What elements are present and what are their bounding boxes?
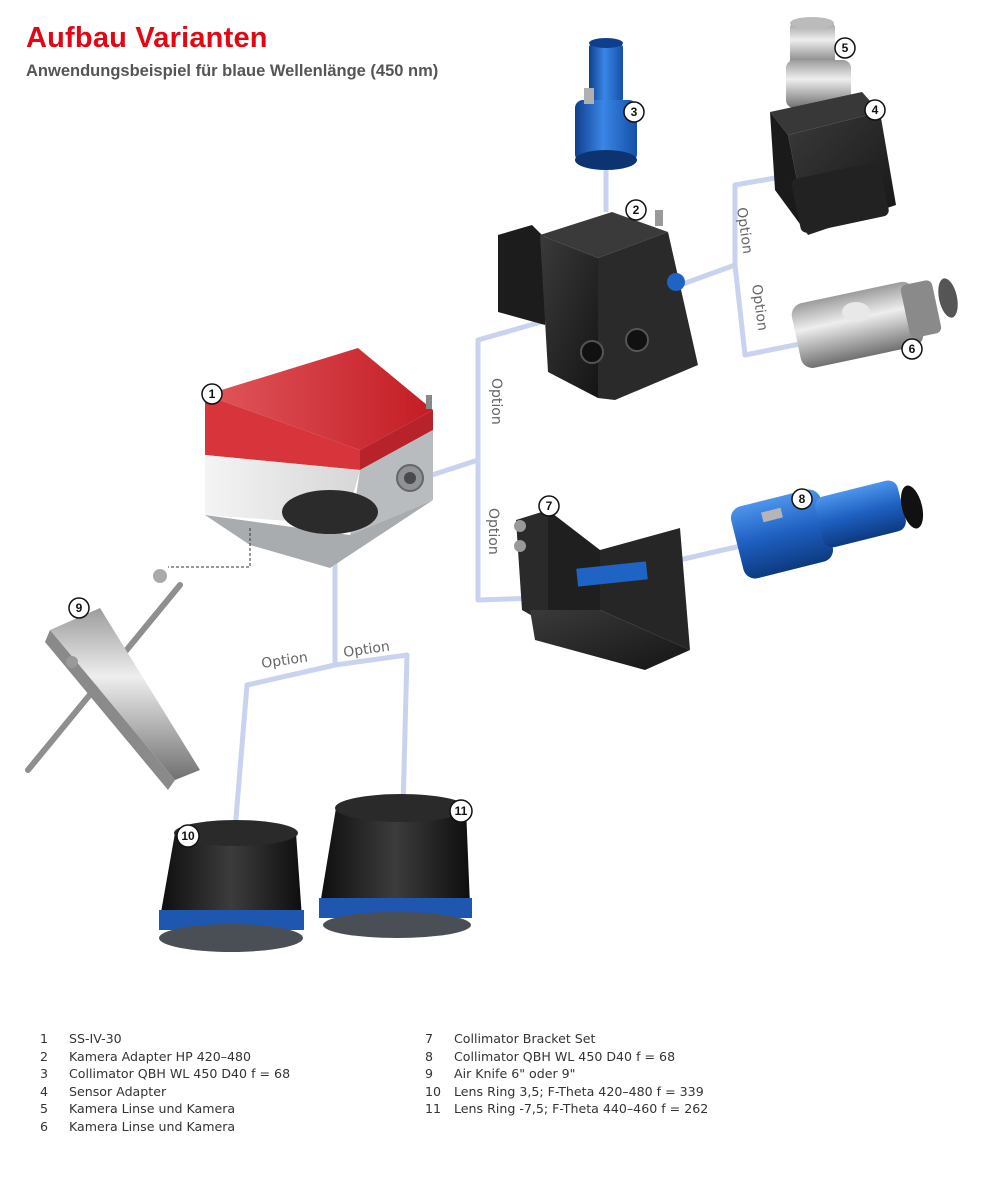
beam-2-to-options: [679, 175, 776, 288]
badge-7: 7: [538, 495, 560, 517]
badge-10-label: 10: [181, 829, 195, 843]
beam-1-to-lenses: [232, 495, 338, 831]
legend-item-number: 6: [40, 1118, 49, 1134]
badge-4: 4: [864, 99, 886, 121]
legend-item: 5 Kamera Linse und Kamera: [40, 1100, 290, 1118]
beam-junction-to-2: [475, 315, 556, 460]
legend-item-number: 8: [425, 1048, 434, 1064]
badge-11: 11: [449, 799, 473, 823]
legend-item: 11 Lens Ring -7,5; F-Theta 440–460 f = 26…: [425, 1100, 708, 1118]
badge-6: 6: [901, 338, 923, 360]
legend-item: 1 SS-IV-30: [40, 1030, 290, 1048]
part-11-lens-ring: [319, 794, 472, 938]
badge-1: 1: [201, 383, 223, 405]
legend-item-text: Sensor Adapter: [69, 1083, 167, 1099]
option-label: Option: [485, 508, 501, 555]
badge-8: 8: [791, 488, 813, 510]
legend-item-text: SS-IV-30: [69, 1031, 122, 1046]
page-subtitle: Anwendungsbeispiel für blaue Wellenlänge…: [26, 62, 439, 80]
option-label: Option: [342, 639, 391, 661]
legend-item: 9 Air Knife 6" oder 9": [425, 1065, 708, 1083]
legend-item-number: 4: [40, 1083, 49, 1099]
legend-item: 10 Lens Ring 3,5; F-Theta 420–480 f = 339: [425, 1083, 708, 1101]
legend-item-text: Kamera Adapter HP 420–480: [69, 1048, 252, 1064]
legend-item-number: 10: [425, 1083, 442, 1099]
badge-6-label: 6: [909, 342, 916, 356]
badge-3-label: 3: [631, 105, 638, 119]
air-knife-connector: [168, 528, 251, 568]
legend-item-text: Collimator Bracket Set: [454, 1031, 596, 1046]
legend-item-text: Lens Ring 3,5; F-Theta 420–480 f = 339: [454, 1083, 704, 1099]
part-5-kamera-linse: [786, 17, 851, 108]
legend-item-number: 5: [40, 1101, 49, 1116]
badge-1-label: 1: [209, 387, 216, 401]
badge-10: 10: [176, 824, 200, 848]
option-label: Option: [260, 650, 309, 672]
badge-2: 2: [625, 199, 647, 221]
part-3-collimator: [575, 38, 637, 170]
badge-9: 9: [68, 597, 90, 619]
legend-item-text: Kamera Linse und Kamera: [69, 1118, 236, 1134]
part-8-collimator: [730, 480, 924, 579]
beam-1-to-lens-11: [334, 652, 410, 809]
legend-item-text: Lens Ring -7,5; F-Theta 440–460 f = 262: [454, 1101, 709, 1116]
assembly-diagram: Option Option Option Option Option Optio…: [25, 17, 958, 952]
badge-4-label: 4: [872, 103, 879, 117]
part-4-sensor-adapter: [770, 92, 896, 235]
legend-item: 4 Sensor Adapter: [40, 1083, 290, 1101]
legend-item-number: 7: [425, 1031, 434, 1046]
legend-item-number: 1: [40, 1031, 49, 1046]
legend-item-number: 9: [425, 1066, 434, 1081]
part-9-air-knife: [25, 569, 200, 790]
legend-item-text: Air Knife 6" oder 9": [454, 1066, 576, 1081]
badge-7-label: 7: [546, 499, 553, 513]
legend-item-text: Collimator QBH WL 450 D40 f = 68: [454, 1048, 676, 1064]
legend-item: 3 Collimator QBH WL 450 D40 f = 68: [40, 1065, 290, 1083]
legend-item-number: 11: [425, 1101, 442, 1116]
beam-2-to-6: [732, 264, 821, 358]
legend-item: 7 Collimator Bracket Set: [425, 1030, 708, 1048]
part-1-ss-iv-30: [205, 348, 433, 568]
badge-11-label: 11: [455, 804, 468, 818]
badge-9-label: 9: [76, 601, 83, 615]
page-title: Aufbau Varianten: [26, 22, 268, 54]
badge-8-label: 8: [799, 492, 806, 506]
legend-item: 8 Collimator QBH WL 450 D40 f = 68: [425, 1048, 708, 1066]
part-10-lens-ring: [159, 820, 304, 952]
legend-right: 7 Collimator Bracket Set 8 Collimator QBH …: [425, 1030, 708, 1118]
legend-item-number: 3: [40, 1066, 49, 1081]
part-2-kamera-adapter: [498, 210, 698, 400]
badge-5: 5: [834, 37, 856, 59]
part-6-kamera-linse: [791, 278, 958, 368]
legend-item: 2 Kamera Adapter HP 420–480: [40, 1048, 290, 1066]
beam-1-to-junction: [431, 457, 479, 478]
part-7-collimator-bracket: [514, 510, 690, 670]
option-label: Option: [488, 378, 504, 425]
legend-item-text: Kamera Linse und Kamera: [69, 1101, 236, 1116]
option-label: Option: [733, 206, 755, 255]
legend-item: 6 Kamera Linse und Kamera: [40, 1118, 290, 1136]
badge-5-label: 5: [842, 41, 849, 55]
beam-junction-to-7: [475, 460, 541, 603]
option-label: Option: [748, 283, 770, 332]
legend-item-text: Collimator QBH WL 450 D40 f = 68: [69, 1066, 291, 1081]
legend-left: 1 SS-IV-30 2 Kamera Adapter HP 420–480 3 Co…: [40, 1030, 290, 1135]
badge-2-label: 2: [633, 203, 640, 217]
badge-3: 3: [623, 101, 645, 123]
legend-item-number: 2: [40, 1048, 49, 1064]
